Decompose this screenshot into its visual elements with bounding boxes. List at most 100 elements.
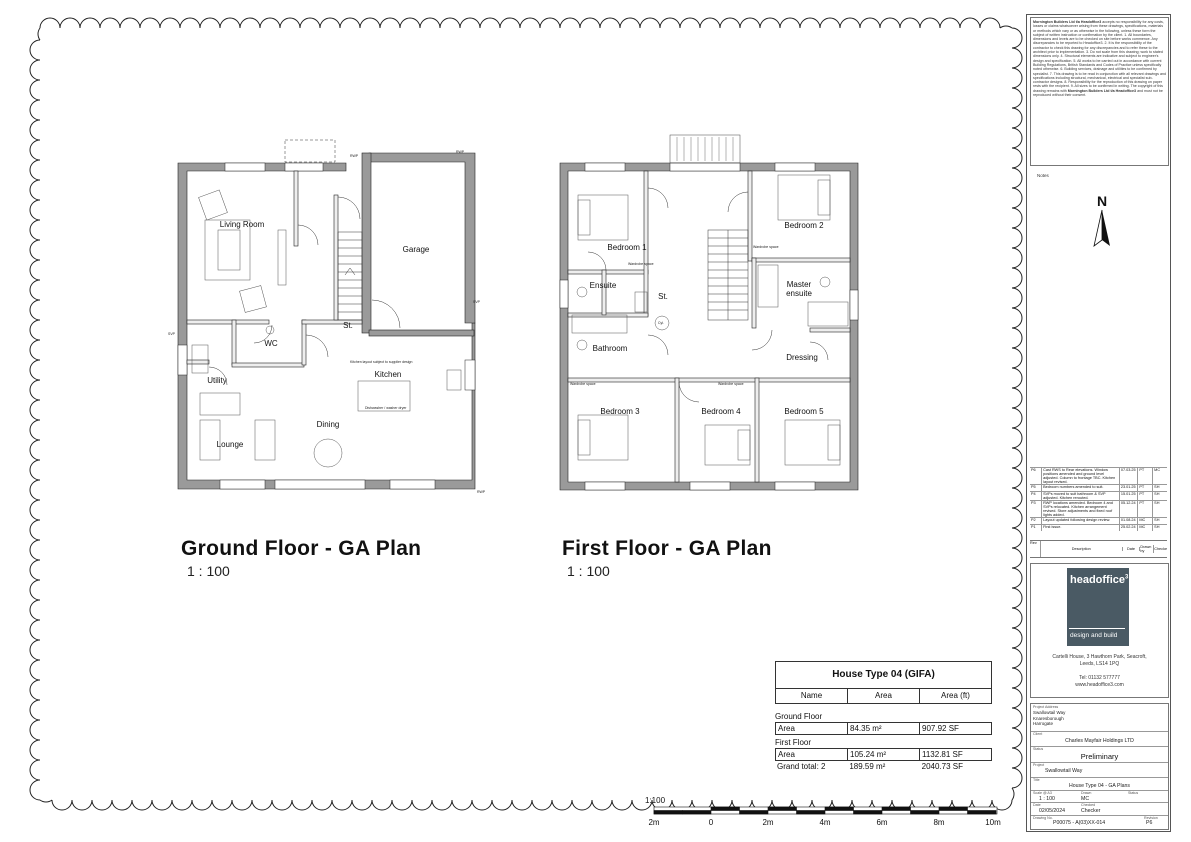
note-cyl: Cyl. — [658, 321, 664, 325]
rev-checked: SH — [1154, 485, 1160, 489]
note-rwp-3: RWP — [456, 150, 465, 154]
room-label-store-first: St. — [658, 292, 668, 301]
note-rwp-1: RWP — [477, 490, 486, 494]
first-plan-title: First Floor - GA Plan — [562, 537, 772, 560]
rev-h-checked: Checked — [1154, 547, 1168, 551]
scale-tick: 0 — [709, 818, 714, 827]
room-label-bedroom-4: Bedroom 4 — [701, 407, 741, 416]
cell-area: 105.24 m² — [848, 749, 920, 760]
notes-lead: Mornington Builders Ltd t/a Headoffice3 — [1033, 20, 1102, 24]
first-floor-plan: Bedroom 1 Bedroom 2 Ensuite St. Master e… — [559, 134, 859, 491]
rev-code: P5 — [1030, 485, 1043, 491]
table-row: Area 84.35 m² 907.92 SF — [775, 722, 992, 735]
note-wardrobe-2: Wardrobe space — [753, 245, 779, 249]
notes-lead-2: Mornington Builders Ltd t/a Headoffice3 — [1067, 88, 1137, 93]
company-logo: headoffice3 design and build — [1067, 568, 1129, 646]
label-revision: Revision — [1144, 816, 1158, 820]
project-address-2: Knaresborough — [1033, 715, 1064, 721]
company-tagline: design and build — [1070, 632, 1118, 639]
rev-drawn: MC — [1138, 525, 1154, 531]
rev-drawn: PT — [1138, 485, 1154, 491]
area-schedule-table: House Type 04 (GIFA) Name Area Area (ft)… — [775, 661, 992, 772]
rev-checked: SH — [1154, 501, 1160, 505]
first-plan-scale: 1 : 100 — [567, 563, 610, 579]
notes-label: Notes — [1037, 173, 1049, 178]
room-label-store: St. — [343, 321, 353, 330]
room-label-kitchen: Kitchen — [375, 370, 402, 379]
drawing-no-value: P00075 - A(03)XX-014 — [1053, 820, 1106, 826]
area-table-header: Name Area Area (ft) — [775, 689, 992, 704]
address-line-2: Leeds, LS14 1PQ — [1079, 661, 1120, 667]
note-wardrobe-4: Wardrobe space — [718, 382, 744, 386]
note-svp-1: SVP — [473, 300, 481, 304]
rev-code: P3 — [1030, 501, 1043, 517]
rev-drawn: PT — [1138, 468, 1154, 484]
room-label-utility: Utility — [207, 376, 227, 385]
cell-area: 84.35 m² — [848, 723, 920, 734]
checked-value: Checker — [1081, 808, 1101, 814]
area-table-title: House Type 04 (GIFA) — [775, 661, 992, 689]
label-drawing-no: Drawing No. — [1033, 816, 1053, 820]
rev-drawn: PT — [1138, 492, 1154, 500]
rev-checked: SH — [1154, 492, 1160, 496]
label-date: Date — [1033, 803, 1041, 807]
north-label: N — [1097, 193, 1107, 209]
room-label-ensuite: Ensuite — [590, 281, 617, 290]
label-project: Project — [1033, 763, 1045, 767]
rev-description: Bedroom numbers amended to suit. — [1042, 485, 1120, 491]
room-label-living: Living Room — [220, 220, 265, 229]
notes-tail: and must not be reproduced without their… — [1033, 88, 1163, 98]
rev-date: 15.01.25 — [1120, 492, 1139, 500]
table-row: Area 105.24 m² 1132.81 SF — [775, 748, 992, 761]
room-label-master-2: ensuite — [786, 289, 812, 298]
note-dishwasher: Dishwasher / washer dryer — [365, 406, 407, 410]
scale-bar-label: 1:100 — [645, 796, 666, 805]
cell-total-area: 189.59 m² — [849, 762, 886, 771]
rev-code: P1 — [1030, 525, 1043, 531]
label-drawn: Drawn — [1081, 791, 1092, 795]
rev-date: 25.02.24 — [1120, 525, 1139, 531]
note-rwp-2: RWP — [350, 154, 359, 158]
title-value: House Type 04 - GA Plans — [1068, 783, 1131, 789]
rev-code: P4 — [1030, 492, 1043, 500]
note-wardrobe-1: Wardrobe space — [628, 262, 654, 266]
rev-drawn: PT — [1138, 501, 1154, 517]
room-label-master-1: Master — [787, 280, 812, 289]
rev-date: 07.03.25 — [1120, 468, 1139, 484]
room-label-bedroom-3: Bedroom 3 — [600, 407, 640, 416]
rev-h-drawn: Drawn by — [1140, 545, 1155, 553]
date-value: 02/05/2024 — [1039, 808, 1065, 814]
cell-area-ft: 1132.81 SF — [922, 750, 963, 759]
ground-floor-plan: Living Room Garage St. WC Utility Kitche… — [168, 139, 486, 494]
room-label-dining: Dining — [317, 420, 340, 429]
rev-date: 23.01.25 — [1120, 485, 1139, 491]
project-info-box: Project Address Swallowtail Way Knaresbo… — [1030, 703, 1169, 830]
revision-header: Rev Description Date Drawn by Checked — [1030, 540, 1167, 558]
project-address-3: Harrogate — [1033, 721, 1054, 726]
note-wardrobe-3: Wardrobe space — [570, 382, 596, 386]
rev-h-rev: Rev — [1030, 541, 1041, 557]
header-area-ft: Area (ft) — [941, 691, 970, 700]
cell-total-label: Grand total: 2 — [777, 762, 826, 771]
notes-body: accepts no responsibility for any costs,… — [1033, 20, 1166, 93]
company-tel: Tel: 01132 577777 — [1079, 675, 1120, 681]
room-label-bedroom-2: Bedroom 2 — [784, 221, 824, 230]
scale-value: 1 : 100 — [1039, 796, 1055, 802]
room-label-garage: Garage — [403, 245, 430, 254]
label-checked: Checked — [1081, 803, 1096, 807]
cell-area-ft: 907.92 SF — [922, 724, 959, 733]
rev-checked: MC — [1154, 468, 1161, 472]
cell-name: Area — [776, 749, 848, 760]
scale-tick: 2m — [762, 818, 773, 827]
header-area: Area — [848, 689, 920, 703]
rev-date: 01.08.24 — [1120, 518, 1139, 524]
rev-description: Cast RWS to Rear elevations. Window posi… — [1042, 468, 1120, 484]
room-label-lounge: Lounge — [217, 440, 244, 449]
scale-tick: 6m — [876, 818, 887, 827]
rev-code: P6 — [1030, 468, 1043, 484]
grand-total-row: Grand total: 2 189.59 m² 2040.73 SF — [775, 761, 992, 772]
